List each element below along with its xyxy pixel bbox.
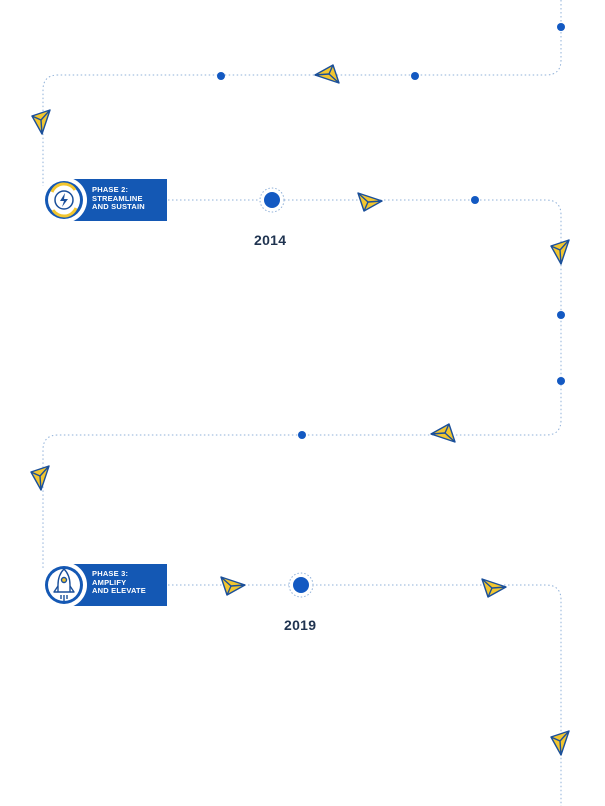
phase-2-line-3: AND SUSTAIN (92, 202, 145, 211)
timeline-dot (217, 72, 225, 80)
paper-plane-icon (430, 423, 456, 443)
phase-2-line-2: STREAMLINE (92, 193, 143, 203)
phase-2-label: PHASE 2: STREAMLINE AND SUSTAIN (92, 185, 145, 212)
timeline-dot (298, 431, 306, 439)
gear-lightning-icon (50, 182, 78, 218)
paper-plane-icon (550, 239, 570, 265)
paper-plane-icon (481, 578, 507, 598)
phase-3-year: 2019 (284, 617, 317, 633)
phase-2-title: PHASE 2: (92, 185, 129, 194)
phase-3-line-2: AMPLIFY (92, 577, 127, 587)
timeline-dot (471, 196, 479, 204)
dotted-route-path (42, 0, 562, 806)
phase-3-badge (41, 562, 167, 608)
phase-2-year: 2014 (254, 232, 287, 248)
paper-plane-icon (30, 465, 50, 491)
paper-plane-icon (550, 730, 570, 756)
phase-3-label: PHASE 3: AMPLIFY AND ELEVATE (92, 569, 147, 596)
paper-plane-icon (357, 192, 383, 212)
timeline-dot (557, 23, 565, 31)
rocket-icon (53, 568, 75, 601)
timeline-dot (557, 311, 565, 319)
phase-3-line-3: AND ELEVATE (92, 586, 147, 595)
paper-plane-icon (314, 64, 340, 84)
paper-plane-icon (31, 109, 51, 135)
timeline-dot (557, 377, 565, 385)
timeline-dot (411, 72, 419, 80)
phase-2-badge (41, 177, 167, 223)
phase-3-title: PHASE 3: (92, 569, 129, 578)
milestone-dot (259, 187, 285, 213)
milestone-dot (288, 572, 314, 598)
paper-plane-icon (220, 576, 246, 596)
